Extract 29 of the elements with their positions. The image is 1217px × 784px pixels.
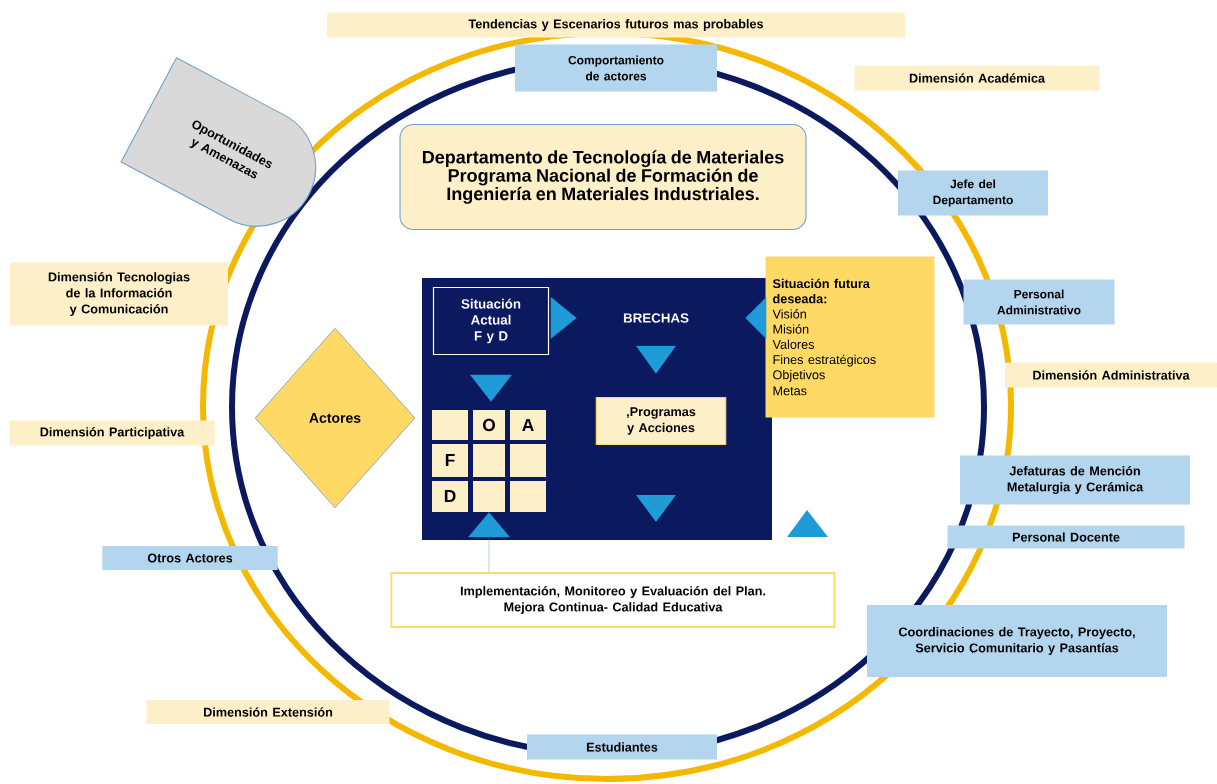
dimension-box: Dimensión Académica — [854, 65, 1100, 91]
plan-box: Implementación, Monitoreo y Evaluación del Plan. Mejora Continua- Calidad Educativa — [390, 572, 836, 628]
node-label: D — [444, 490, 456, 502]
actor-box: Personal Administrativo — [963, 279, 1115, 325]
actor-box: Personal Docente — [947, 525, 1185, 549]
swot-grid: O A F D — [432, 410, 546, 512]
arrow — [470, 374, 512, 402]
actor-box: Comportamiento de actores — [515, 44, 717, 92]
gap-label: BRECHAS — [623, 313, 689, 323]
actor-box: Estudiantes — [527, 734, 717, 760]
program-box: ,Programas y Acciones — [595, 396, 727, 446]
situation-box: Situación Actual F y D — [432, 286, 550, 356]
dimension-box: Dimensión Participativa — [9, 420, 215, 446]
dimension-box: Dimensión Administrativa — [1005, 362, 1217, 388]
actor-box: Jefe del Departamento — [898, 170, 1048, 216]
arrow — [636, 345, 676, 374]
actor-box: Otros Actores — [102, 546, 278, 570]
dimension-box: Dimensión Tecnologias de la Información y Comunicación — [10, 262, 228, 326]
node-label: O — [482, 418, 496, 432]
dimension-box: Tendencias y Escenarios futuros mas probables — [327, 12, 905, 38]
actor-box: Coordinaciones de Trayecto, Proyecto, Servicio Comunitario y Pasantías — [867, 605, 1167, 677]
title-box: Departamento de Tecnología de Materiales Programa Nacional de Formación de Ingeniería en Materiales Industriales. — [399, 123, 807, 231]
arrow — [550, 297, 577, 339]
future-box: Situación futura deseada: Visión Misión Valores Fines estratégicos Objetivos Metas — [765, 256, 935, 418]
dimension-box: Dimensión Extensión — [146, 700, 390, 724]
node-label: A — [522, 419, 534, 431]
arrow — [745, 297, 767, 339]
actor-box: Jefaturas de Mención Metalurgia y Cerámica — [960, 455, 1190, 505]
arrow — [468, 512, 510, 573]
